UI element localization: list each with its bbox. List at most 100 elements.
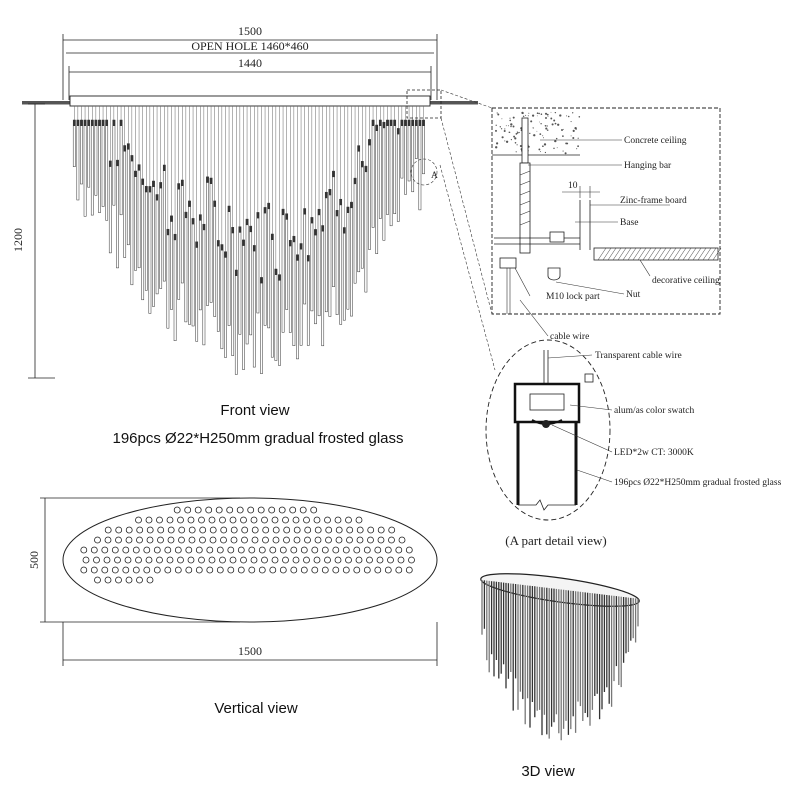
rod-position-dot <box>153 546 161 554</box>
rod-cap <box>353 178 357 185</box>
concrete-speck <box>532 134 534 136</box>
glass-rod <box>152 180 155 307</box>
glass-rod <box>317 208 321 317</box>
label-transparent-cable-wire: Transparent cable wire <box>595 351 682 361</box>
rod-position-dot <box>146 576 154 584</box>
hanging-bar-top <box>521 117 529 164</box>
concrete-speck <box>504 128 506 130</box>
rod-position-dot <box>173 506 181 514</box>
rod-wire <box>423 106 424 120</box>
rod-position-dot <box>219 556 226 564</box>
rod-cap <box>382 122 386 129</box>
rod-wire <box>326 106 327 193</box>
rod-position-dot <box>195 566 203 574</box>
concrete-speck <box>572 112 574 114</box>
concrete-speck <box>562 128 564 130</box>
rod-position-dot <box>356 526 364 534</box>
rod-wire <box>250 106 251 227</box>
concrete-speck <box>551 123 554 126</box>
rod-position-dot <box>384 546 392 554</box>
glass-rod <box>368 139 371 250</box>
gap-dim-label: 10 <box>568 181 578 191</box>
rod-wire <box>246 106 248 220</box>
rod-position-dot <box>146 536 154 544</box>
glass-rod <box>101 119 105 207</box>
rod-position-dot <box>198 556 205 564</box>
rod-position-dot <box>122 566 130 574</box>
rod-position-dot <box>387 556 394 564</box>
rod-position-dot <box>229 556 237 564</box>
glass-rod <box>364 165 368 293</box>
concrete-speck <box>495 129 497 132</box>
rod-wire <box>146 106 147 187</box>
rod-position-dot <box>125 536 133 544</box>
hanging-bar <box>519 162 531 254</box>
concrete-speck <box>514 137 517 140</box>
rod-wire <box>243 106 244 240</box>
rod-wire <box>254 106 255 246</box>
rod-position-dot <box>143 566 151 574</box>
rod-cap <box>91 120 94 126</box>
rod-cap <box>361 161 364 168</box>
rod-position-dot <box>262 536 269 544</box>
glass-rod <box>94 119 98 196</box>
rod-cap <box>350 202 353 209</box>
detail-box-frame <box>491 107 721 315</box>
rod-cap <box>321 225 324 232</box>
rod-position-dot <box>157 526 165 534</box>
glass-rod <box>422 119 425 175</box>
rod-wire <box>380 106 381 120</box>
hatch-line <box>702 247 712 261</box>
concrete-speck <box>543 143 547 146</box>
rod-position-dot <box>199 526 207 534</box>
glass-rod <box>105 119 109 221</box>
concrete-speck <box>536 130 538 132</box>
glass-rod <box>209 177 213 303</box>
rod-position-dot <box>220 526 228 534</box>
rod-position-dot <box>272 526 280 534</box>
rod-wire <box>81 106 82 120</box>
glass-rod <box>288 240 292 333</box>
part-detail-caption: (A part detail view) <box>505 533 606 548</box>
rod-position-dot <box>136 536 143 544</box>
rod-position-dot <box>208 556 216 564</box>
concrete-speck <box>564 152 567 155</box>
rod-position-dot <box>335 536 343 544</box>
rod-cap <box>109 160 112 167</box>
glass-rod <box>350 201 353 317</box>
rod-cap <box>249 226 252 233</box>
rod-position-dot <box>271 556 279 564</box>
rod-cap <box>83 120 87 126</box>
rod-position-dot <box>174 566 182 574</box>
rod-position-dot <box>258 546 266 554</box>
glass-rod <box>382 121 386 241</box>
glass-rod <box>144 186 148 291</box>
rod-wire <box>185 106 187 213</box>
rod-cap <box>245 219 249 226</box>
rod-wire <box>106 106 107 120</box>
glass-rod <box>310 217 314 312</box>
rod-position-dot <box>80 566 88 574</box>
rod-wire <box>228 106 230 206</box>
concrete-speck <box>544 151 547 154</box>
rod-cap <box>227 206 231 212</box>
rod-wire <box>232 106 233 228</box>
rod-cap <box>116 160 119 167</box>
concrete-speck <box>553 147 555 150</box>
glass-rod <box>371 119 375 228</box>
glass-rod <box>418 119 422 211</box>
rod-position-dot <box>311 546 319 554</box>
rod-cap <box>343 227 346 234</box>
rod-wire <box>153 106 154 181</box>
ceiling-slab-left <box>22 101 70 104</box>
rod-wire <box>225 106 226 252</box>
rod-cap <box>155 194 159 201</box>
rod-cap <box>364 166 368 173</box>
rod-position-dot <box>289 506 297 514</box>
rod-cap <box>166 229 170 236</box>
concrete-speck <box>519 145 522 147</box>
nut-icon <box>547 267 561 281</box>
rod-wire <box>351 106 352 203</box>
rod-cap <box>393 120 396 126</box>
rod-position-dot <box>125 526 133 534</box>
